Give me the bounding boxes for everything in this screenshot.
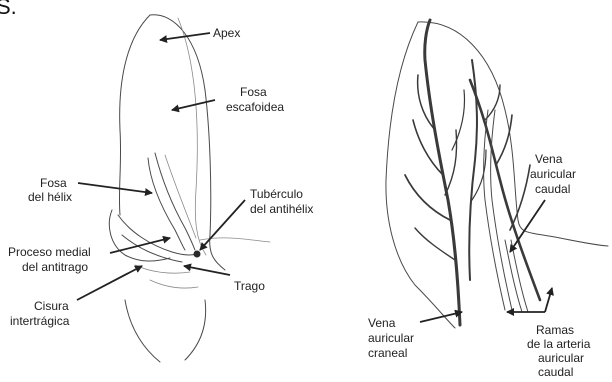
tuberculo-dot [194,251,201,258]
label-fosa-helix: Fosa del hélix [28,176,72,204]
label-proceso: Proceso medial del antitrago [8,245,94,274]
label-cisura: Cisura intertrágica [10,299,72,328]
label-fosa-escafoidea: Fosa escafoidea [226,85,284,114]
tuberculo-arrow [200,200,245,250]
label-apex: Apex [213,26,240,40]
proceso-arrow [110,238,170,253]
figure-marker: S. [0,0,17,19]
vena-caudal-arrow [510,200,545,252]
left-ear-drawing [109,15,270,362]
label-tuberculo: Tubérculo del antihélix [250,187,313,216]
ramas-arrow-right [545,288,552,312]
fosa-helix-arrow [78,183,152,193]
label-ramas: Ramas de la arteria auricular caudal [527,323,594,379]
label-vena-craneal: Vena auricular craneal [368,316,417,360]
trago-arrow [184,266,230,275]
label-trago: Trago [234,279,265,293]
fosa-escafoidea-arrow [172,100,215,110]
label-vena-caudal: Vena auricular caudal [530,152,579,196]
